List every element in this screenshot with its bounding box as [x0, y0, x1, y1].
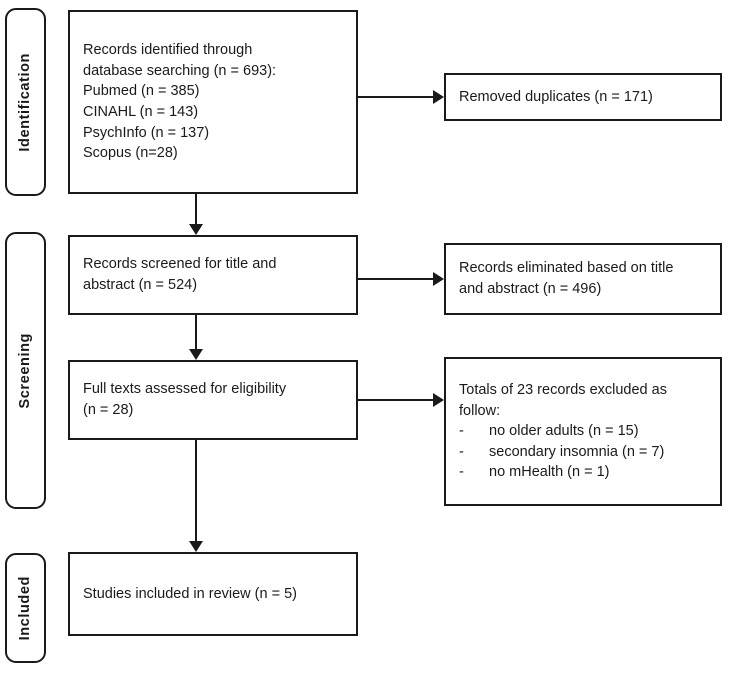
arrow-identified-to-screened-head [189, 224, 203, 235]
exclusion-reason-list: - no older adults (n = 15) - secondary i… [459, 421, 707, 483]
box-records-screened: Records screened for title and abstract … [68, 235, 358, 315]
stage-label-included: Included [17, 575, 34, 641]
arrow-to-records-excluded-shaft [358, 399, 433, 401]
dash-bullet: - [459, 443, 464, 460]
box-removed-duplicates: Removed duplicates (n = 171) [444, 73, 722, 121]
list-item: - no mHealth (n = 1) [459, 462, 707, 483]
box-records-eliminated-text: Records eliminated based on title and ab… [459, 260, 674, 297]
arrow-to-removed-duplicates-head [433, 90, 444, 104]
list-item: - secondary insomnia (n = 7) [459, 442, 707, 463]
box-records-identified: Records identified through database sear… [68, 10, 358, 194]
arrow-identified-to-screened-shaft [195, 194, 197, 224]
stage-label-screening: Screening [17, 332, 34, 409]
arrow-to-records-excluded-head [433, 393, 444, 407]
arrow-fulltext-to-included-shaft [195, 440, 197, 541]
exclusion-reason-label: no mHealth (n = 1) [489, 464, 610, 481]
box-records-excluded: Totals of 23 records excluded as follow:… [444, 357, 722, 506]
box-full-texts-assessed: Full texts assessed for eligibility (n =… [68, 360, 358, 440]
stage-pill-identification: Identification [5, 8, 46, 196]
arrow-fulltext-to-included-head [189, 541, 203, 552]
box-records-screened-text: Records screened for title and abstract … [83, 256, 277, 293]
arrow-to-records-eliminated-head [433, 272, 444, 286]
box-removed-duplicates-text: Removed duplicates (n = 171) [459, 88, 653, 105]
arrow-to-removed-duplicates-shaft [358, 96, 433, 98]
arrow-screened-to-fulltext-shaft [195, 315, 197, 349]
list-item: - no older adults (n = 15) [459, 421, 707, 442]
box-records-identified-text: Records identified through database sear… [83, 42, 277, 162]
arrow-screened-to-fulltext-head [189, 349, 203, 360]
stage-label-identification: Identification [17, 52, 34, 152]
exclusion-reason-label: secondary insomnia (n = 7) [489, 443, 665, 460]
exclusion-reason-label: no older adults (n = 15) [489, 423, 639, 440]
box-records-excluded-heading: Totals of 23 records excluded as follow: [459, 382, 667, 419]
box-full-texts-assessed-text: Full texts assessed for eligibility (n =… [83, 381, 287, 418]
box-records-eliminated: Records eliminated based on title and ab… [444, 243, 722, 315]
arrow-to-records-eliminated-shaft [358, 278, 433, 280]
box-records-excluded-body: Totals of 23 records excluded as follow:… [446, 380, 720, 483]
stage-pill-included: Included [5, 553, 46, 663]
box-studies-included: Studies included in review (n = 5) [68, 552, 358, 636]
stage-pill-screening: Screening [5, 232, 46, 509]
dash-bullet: - [459, 464, 464, 481]
dash-bullet: - [459, 423, 464, 440]
box-studies-included-text: Studies included in review (n = 5) [83, 585, 297, 602]
